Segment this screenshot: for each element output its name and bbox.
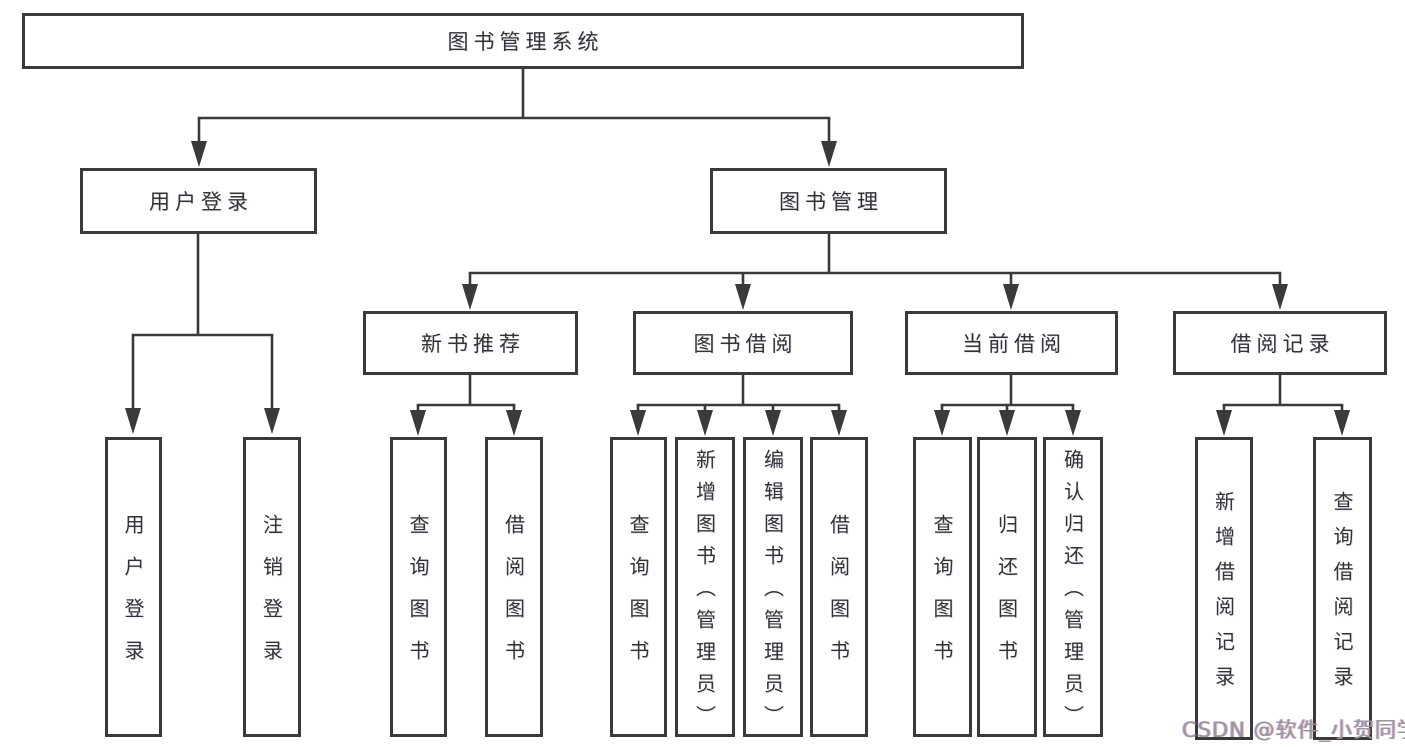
leaf-query-borrow-record: 查询借阅记录 (1313, 437, 1372, 740)
leaf-borrow-books-recommend-label: 借阅图书 (501, 514, 526, 682)
leaf-borrow-books-label: 借阅图书 (826, 514, 851, 682)
leaf-user-login: 用户登录 (105, 437, 162, 737)
node-library-system-label: 图书管理系统 (447, 30, 604, 54)
leaf-add-book-admin: 新增图书（管理员） (675, 437, 735, 737)
leaf-add-book-admin-label: 新增图书（管理员） (692, 449, 717, 737)
watermark: CSDN @软件_小贺同学 (1182, 718, 1405, 742)
leaf-borrow-books: 借阅图书 (810, 437, 868, 737)
node-borrowing-records-label: 借阅记录 (1230, 332, 1335, 356)
leaf-confirm-return-admin-label: 确认归还（管理员） (1060, 449, 1085, 737)
node-user-login-label: 用户登录 (149, 190, 253, 214)
node-book-management-label: 图书管理 (779, 190, 883, 214)
node-new-book-recommend: 新书推荐 (363, 311, 578, 375)
leaf-logout: 注销登录 (243, 437, 301, 737)
leaf-logout-label: 注销登录 (259, 514, 284, 682)
leaf-return-book: 归还图书 (977, 437, 1037, 737)
leaf-query-books-current-label: 查询图书 (930, 514, 954, 682)
node-current-borrowing-label: 当前借阅 (962, 332, 1066, 356)
leaf-add-borrow-record-label: 新增借阅记录 (1211, 491, 1236, 701)
leaf-query-borrow-record-label: 查询借阅记录 (1330, 491, 1354, 701)
node-library-system: 图书管理系统 (22, 13, 1024, 69)
leaf-return-book-label: 归还图书 (994, 514, 1019, 682)
node-borrowing-records: 借阅记录 (1173, 311, 1387, 375)
leaf-edit-book-admin: 编辑图书（管理员） (743, 437, 803, 737)
leaf-borrow-books-recommend: 借阅图书 (485, 437, 543, 737)
leaf-confirm-return-admin: 确认归还（管理员） (1043, 437, 1103, 737)
leaf-user-login-label: 用户登录 (121, 514, 145, 682)
node-book-borrowing-label: 图书借阅 (693, 332, 798, 356)
node-current-borrowing: 当前借阅 (905, 311, 1118, 375)
leaf-add-borrow-record: 新增借阅记录 (1195, 437, 1253, 740)
leaf-query-books-recommend: 查询图书 (390, 437, 447, 737)
leaf-query-books-borrowing-label: 查询图书 (626, 514, 650, 682)
leaf-query-books-recommend-label: 查询图书 (406, 514, 430, 682)
node-new-book-recommend-label: 新书推荐 (421, 332, 525, 356)
node-user-login: 用户登录 (80, 168, 317, 234)
leaf-query-books-current: 查询图书 (913, 437, 972, 737)
leaf-query-books-borrowing: 查询图书 (610, 437, 667, 737)
node-book-borrowing: 图书借阅 (633, 311, 853, 375)
node-book-management: 图书管理 (710, 168, 947, 234)
leaf-edit-book-admin-label: 编辑图书（管理员） (760, 449, 785, 737)
